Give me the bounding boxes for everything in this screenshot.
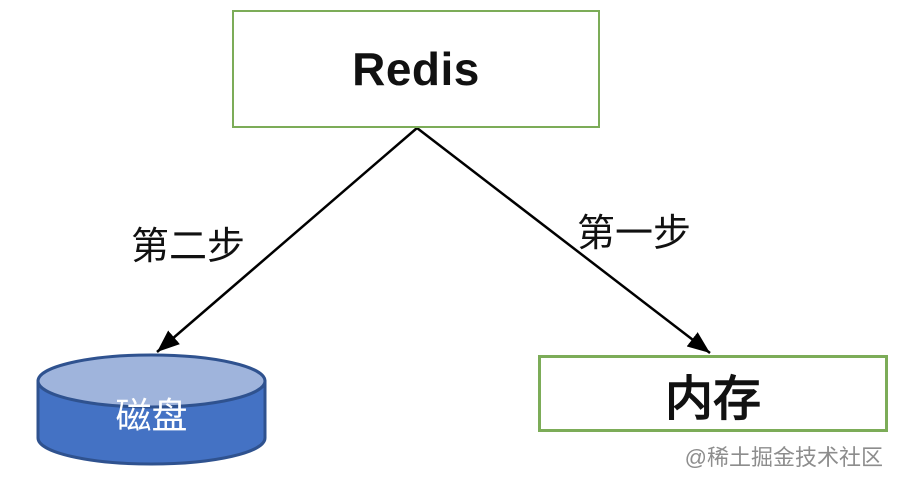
memory-node-label: 内存	[664, 372, 761, 426]
redis-node-label: Redis	[352, 43, 480, 95]
watermark-text: @稀土掘金技术社区	[684, 445, 883, 470]
edge-label-step1: 第一步	[577, 213, 692, 255]
memory-node: 内存	[538, 355, 888, 432]
disk-node-label: 磁盘	[115, 395, 188, 436]
edge-label-step2: 第二步	[131, 226, 246, 268]
redis-node: Redis	[232, 10, 600, 128]
